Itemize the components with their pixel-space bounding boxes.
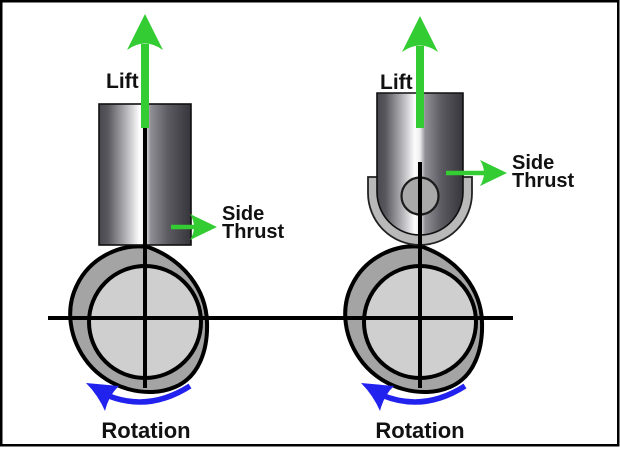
- side-thrust-label-line1: Side: [512, 152, 554, 174]
- lift-label: Lift: [380, 71, 413, 94]
- rotation-label: Rotation: [101, 418, 190, 443]
- lift-label: Lift: [106, 70, 139, 93]
- flat-follower-annotations: Lift Side Thrust Rotation: [86, 14, 285, 443]
- rotation-arrow-icon: [361, 383, 394, 411]
- rotation-arrow-arc: [375, 383, 467, 405]
- side-thrust-label-line1: Side: [222, 203, 264, 225]
- side-thrust-label-line2: Thrust: [512, 170, 575, 192]
- roller-follower-panel: [343, 92, 485, 395]
- side-thrust-label-line2: Thrust: [222, 221, 285, 243]
- side-thrust-arrow-icon: [190, 214, 217, 240]
- lift-arrow-icon: [402, 16, 438, 52]
- side-thrust-arrow-icon: [480, 160, 507, 186]
- rotation-arrow-icon: [86, 383, 119, 411]
- flat-follower-panel: [68, 103, 210, 395]
- rotation-arrow-arc: [100, 383, 192, 405]
- rotation-label: Rotation: [375, 418, 464, 443]
- roller-follower-annotations: Lift Side Thrust Rotation: [361, 16, 575, 443]
- lift-arrow-icon: [127, 14, 163, 50]
